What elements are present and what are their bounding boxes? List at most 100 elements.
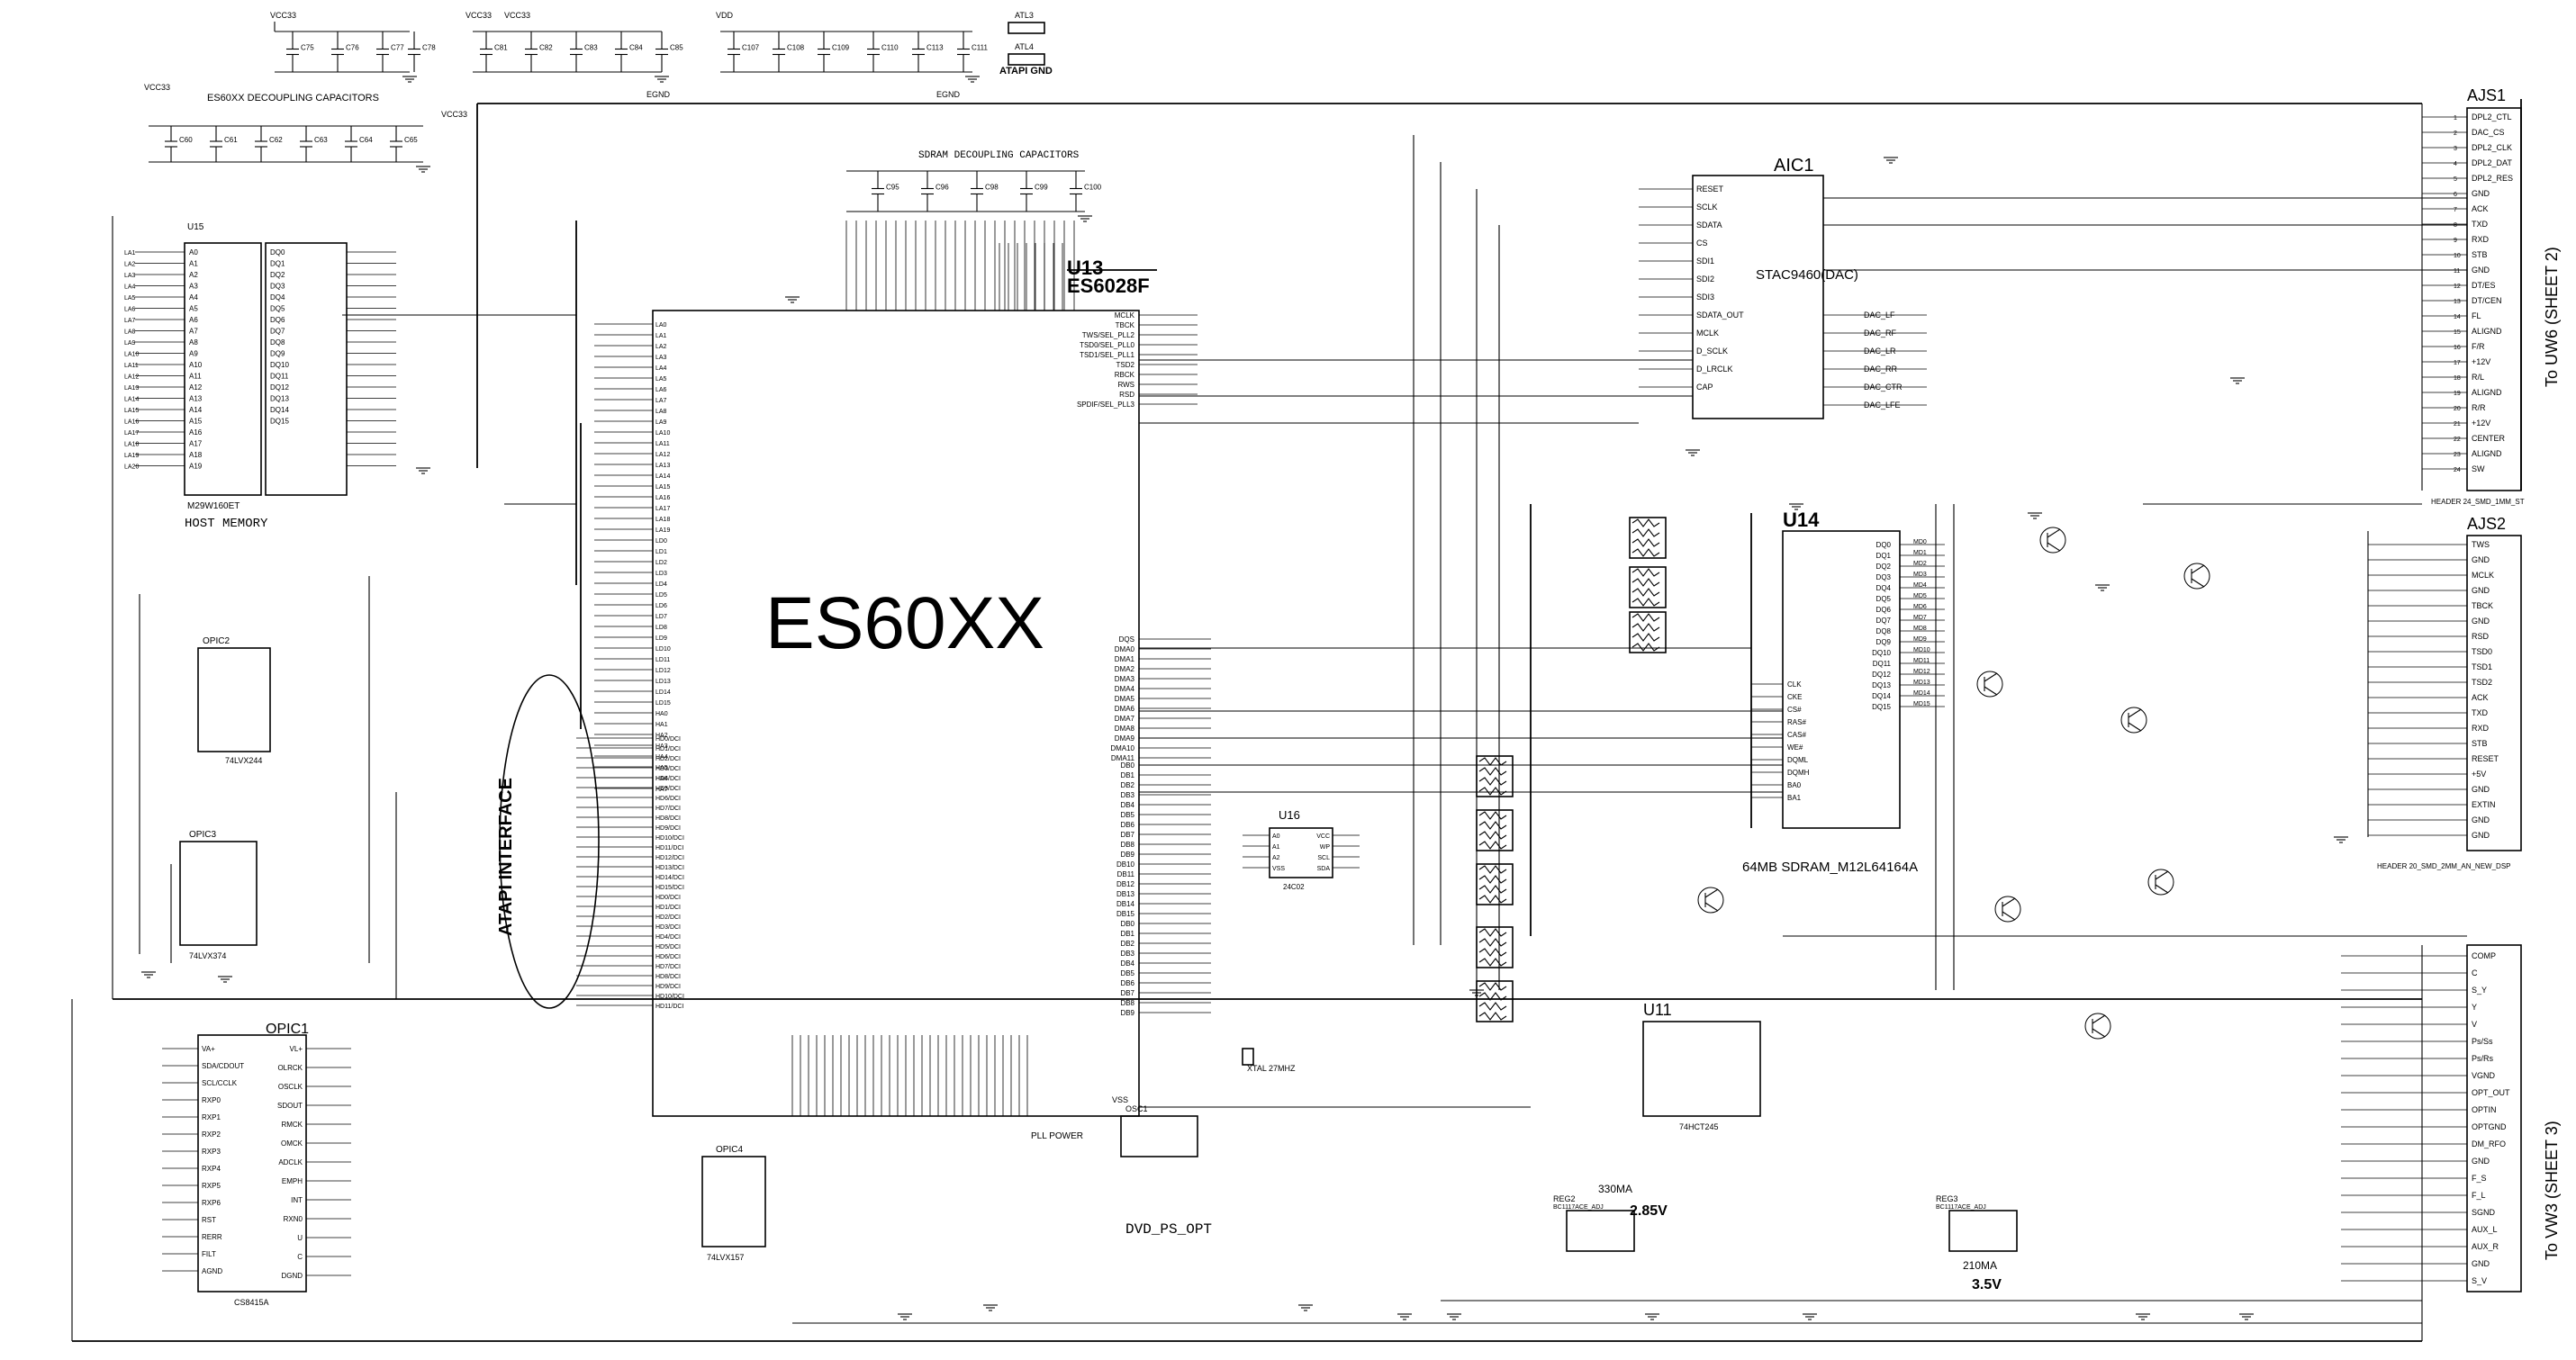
svg-text:2.85V: 2.85V	[1630, 1203, 1668, 1219]
ajs1-pin: ALIGND	[2472, 388, 2502, 397]
sheet3-pin: AUX_R	[2472, 1242, 2499, 1251]
opic4-chip: OPIC4 74LVX157	[701, 1145, 766, 1262]
u13-atapi-pin: HD12/DCI	[655, 855, 684, 861]
u14-pin: DQ7	[1876, 617, 1892, 625]
capacitor-label: C113	[926, 44, 944, 52]
sheet3-pin: COMP	[2472, 951, 2496, 960]
u13-right-pin: DB5	[1120, 811, 1134, 819]
capacitor-label: C98	[985, 184, 999, 192]
u14-net: MD11	[1913, 658, 1930, 664]
u13-left-pin: LA8	[655, 409, 667, 415]
ajs1-pin-number: 9	[2454, 238, 2457, 244]
u14-pin: CLK	[1787, 680, 1802, 689]
ajs2-pin: GND	[2472, 785, 2490, 794]
u14-pin: BA0	[1787, 781, 1802, 789]
opic1-pin: RXP3	[202, 1148, 221, 1156]
decoupling-caps-row2: ES60XX DECOUPLING CAPACITORS VCC33 VCC33…	[144, 83, 467, 173]
u13-left-pin: HA2	[655, 733, 668, 739]
u14-pin: DQ9	[1876, 638, 1892, 646]
sheet3-pin: V	[2472, 1020, 2477, 1029]
u13-left-pin: LA0	[655, 322, 667, 329]
svg-text:STAC9460(DAC): STAC9460(DAC)	[1756, 267, 1858, 283]
u16-pin: VSS	[1272, 866, 1285, 872]
u13-left-pin: LD1	[655, 549, 667, 555]
u15-net: LA14	[124, 397, 139, 403]
capacitor-label: C65	[404, 136, 418, 144]
u13-atapi-pin: HD13/DCI	[655, 865, 684, 871]
u13-left-pin: LA15	[655, 484, 670, 491]
u13-atapi-pin: HD2/DCI	[655, 914, 681, 921]
svg-text:U11: U11	[1643, 1001, 1672, 1019]
u14-net: MD2	[1913, 561, 1927, 567]
aic1-pin: CS	[1696, 239, 1708, 248]
u14-pin: DQ6	[1876, 606, 1892, 614]
ajs2-pin: TWS	[2472, 540, 2490, 549]
u13-left-pin: LD12	[655, 668, 671, 674]
u15-net: LA5	[124, 295, 136, 302]
sheet3-pin: GND	[2472, 1259, 2490, 1268]
u13-atapi-pin: HD4/DCI	[655, 776, 681, 782]
u13-right-pin: DMA5	[1115, 695, 1135, 703]
transistor-icon	[1976, 671, 2003, 698]
u13-right-pin: DMA8	[1115, 725, 1135, 733]
u15-net: LA12	[124, 374, 139, 381]
ajs1-pin-number: 17	[2454, 360, 2461, 366]
opic1-pin: DGND	[281, 1272, 303, 1280]
ajs1-pin: DPL2_CTL	[2472, 113, 2512, 122]
u13-right-pin: DB2	[1120, 781, 1134, 789]
u14-net: MD9	[1913, 636, 1927, 643]
u14-net: MD8	[1913, 626, 1927, 632]
sheet3-label: To VW3 (SHEET 3)	[2543, 1121, 2561, 1260]
u15-pin: A2	[189, 271, 198, 279]
bus-wiring	[71, 103, 2467, 1342]
ajs1-pin: DPL2_CLK	[2472, 143, 2512, 152]
svg-text:EGND: EGND	[936, 90, 961, 99]
u14-net: MD7	[1913, 615, 1927, 621]
u13-left-pin: LD13	[655, 679, 671, 685]
u13-left-pin: LA17	[655, 506, 670, 512]
u14-pin: DQ4	[1876, 584, 1892, 592]
opic1-pin: RXP5	[202, 1182, 221, 1190]
transistor-icon	[2183, 563, 2210, 590]
opic1-pin: RXP0	[202, 1096, 221, 1104]
u13-atapi-pin: HD3/DCI	[655, 924, 681, 931]
reg3-block: REG3 BC1117ACE_ADJ 210MA 3.5V	[1936, 1194, 2018, 1292]
u13-right-pin: DB6	[1120, 821, 1134, 829]
u13-right-pin: DB11	[1117, 870, 1135, 878]
u14-net: MD0	[1913, 539, 1927, 545]
ajs1-pin-number: 20	[2454, 406, 2461, 412]
ajs2-pin: TSD1	[2472, 662, 2492, 671]
svg-text:VCC33: VCC33	[144, 83, 170, 92]
sheet3-pin: S_V	[2472, 1276, 2487, 1285]
svg-text:64MB SDRAM_M12L64164A: 64MB SDRAM_M12L64164A	[1742, 860, 1918, 875]
u13-left-pin: LD6	[655, 603, 667, 609]
ajs1-pin-number: 7	[2454, 207, 2457, 213]
ajs1-pin-number: 21	[2454, 421, 2461, 428]
u13-atapi-pin: HD5/DCI	[655, 944, 681, 950]
u13-left-pin: HA6	[655, 776, 668, 782]
ajs1-pin: RXD	[2472, 235, 2490, 244]
ajs1-header: AJS1 HEADER 24_SMD_1MM_ST DPL2_CTL1DAC_C…	[2422, 86, 2561, 506]
sheet3-pin: SGND	[2472, 1208, 2496, 1217]
ajs1-pin-number: 4	[2454, 161, 2457, 167]
u13-right-pin: DB8	[1120, 841, 1134, 849]
resistor-network	[1476, 926, 1514, 968]
opic1-chip: OPIC1 CS8415A VA+SDA/CDOUTSCL/CCLKRXP0RX…	[162, 1022, 351, 1307]
svg-text:BC1117ACE_ADJ: BC1117ACE_ADJ	[1553, 1204, 1604, 1211]
ajs1-pin-number: 1	[2454, 115, 2457, 122]
u14-pin: BA1	[1787, 794, 1802, 802]
u15-pin: A9	[189, 350, 198, 358]
sheet3-pin: Ps/Rs	[2472, 1054, 2494, 1063]
ajs2-pin: TXD	[2472, 708, 2489, 717]
osc1-block: OSC1 XTAL 27MHZ PLL POWER DVD_PS_OPT	[1031, 1048, 1296, 1238]
ajs1-pin-number: 23	[2454, 452, 2461, 458]
u13-right-pin: DMA9	[1115, 734, 1135, 743]
svg-text:ES6028F: ES6028F	[1067, 275, 1150, 297]
u13-atapi-pin: HD7/DCI	[655, 806, 681, 812]
u13-atapi-pin: HD4/DCI	[655, 934, 681, 941]
ajs1-pin-number: 16	[2454, 345, 2461, 351]
u13-left-pin: LA12	[655, 452, 670, 458]
u13-atapi-pin: HD15/DCI	[655, 885, 684, 891]
u16-pin: WP	[1320, 844, 1331, 851]
